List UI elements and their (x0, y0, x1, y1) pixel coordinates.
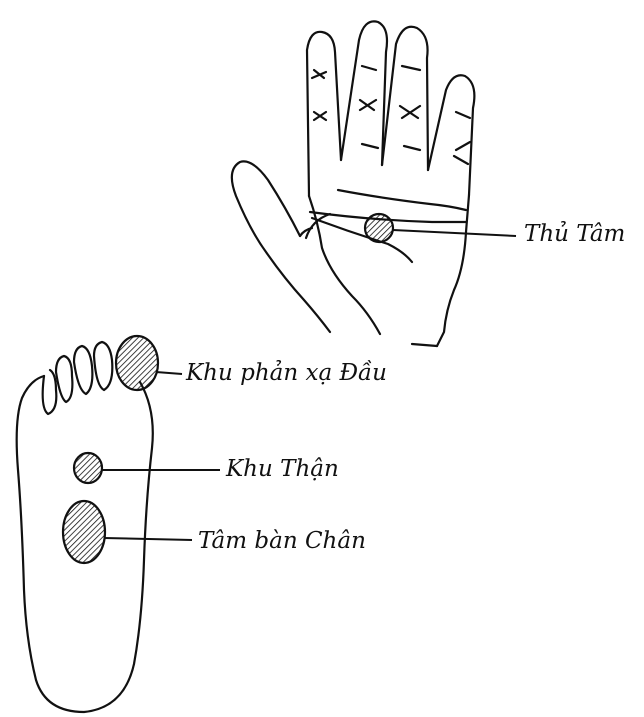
hand-drawing (232, 21, 475, 346)
head-reflex-leader (156, 372, 182, 374)
toe-3 (74, 346, 92, 394)
head-reflex-zone (116, 336, 158, 390)
label-head-reflex-zone: Khu phản xạ Đầu (186, 362, 387, 385)
label-kidney-zone: Khu Thận (226, 458, 339, 481)
thu-tam-point (365, 214, 393, 242)
palm-crease-heart (312, 218, 412, 262)
thumb (232, 161, 330, 332)
middle-finger (382, 27, 428, 170)
kidney-zone (74, 453, 102, 483)
toe-2 (94, 342, 112, 390)
wrist-line (412, 344, 437, 346)
palm-crease-top (338, 190, 466, 210)
index-finger (428, 75, 474, 195)
label-thu-tam: Thủ Tâm (524, 223, 625, 246)
sole-center-zone (63, 501, 105, 563)
label-sole-center: Tâm bàn Chân (198, 530, 366, 553)
sole-center-leader (104, 538, 192, 540)
toe-5 (43, 370, 57, 414)
toe-4 (56, 356, 72, 402)
thu-tam-leader (393, 230, 516, 236)
palm-right-edge (437, 195, 469, 346)
